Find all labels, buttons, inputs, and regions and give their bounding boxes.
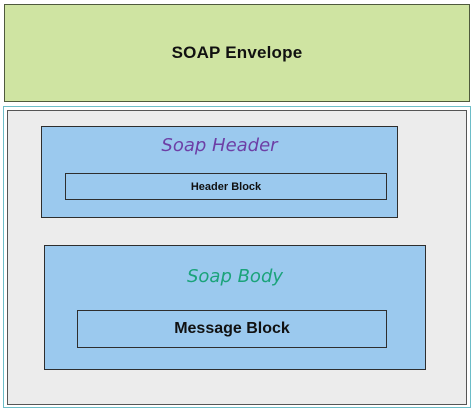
soap-envelope-box: SOAP Envelope (4, 4, 470, 102)
header-block-box: Header Block (65, 173, 387, 200)
header-block-label: Header Block (190, 180, 262, 193)
soap-body-box: Soap Body (44, 245, 426, 370)
soap-header-box: Soap Header (41, 126, 398, 218)
message-block-box: Message Block (77, 310, 387, 348)
soap-body-title: Soap Body (186, 266, 284, 287)
soap-envelope-label: SOAP Envelope (171, 43, 303, 62)
message-block-label: Message Block (174, 320, 290, 337)
soap-header-title: Soap Header (161, 135, 278, 156)
